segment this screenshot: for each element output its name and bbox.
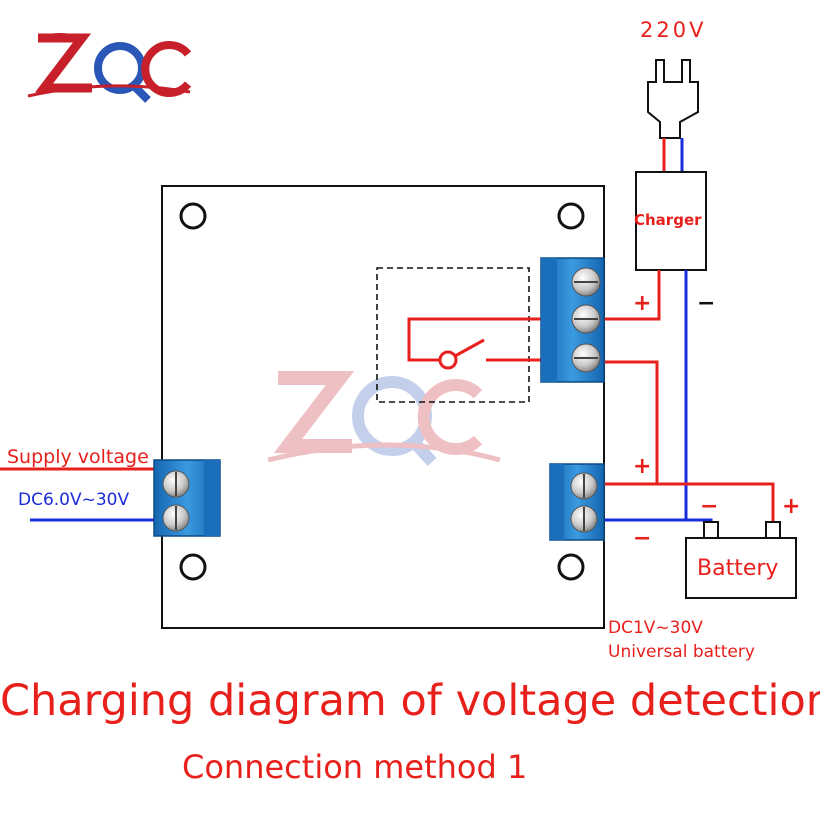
relay-output-wire	[596, 360, 659, 484]
charger-minus-sign: −	[697, 291, 716, 316]
battery-range-label: DC1V~30V	[608, 618, 703, 638]
pcb-board	[161, 185, 605, 629]
battery-plus-sign: +	[782, 494, 801, 519]
relay-terminal-block	[540, 257, 605, 383]
mounting-hole	[179, 202, 207, 230]
mains-voltage-label: 220V	[640, 18, 707, 42]
output-plus-sign: +	[633, 454, 652, 479]
charger-plus-sign: +	[633, 291, 652, 316]
output-negative-wire	[604, 518, 713, 526]
charger-box	[635, 171, 707, 271]
diagram-subtitle: Connection method 1	[182, 748, 528, 786]
charger-positive-wire	[596, 270, 661, 321]
battery-minus-sign: −	[700, 494, 719, 519]
output-positive-wire	[604, 482, 775, 522]
battery-type-label: Universal battery	[608, 642, 755, 662]
mounting-hole	[557, 202, 585, 230]
mounting-hole	[179, 553, 207, 581]
supply-range-label: DC6.0V~30V	[18, 490, 130, 510]
battery-icon	[685, 521, 797, 599]
relay-box	[376, 267, 530, 403]
plug-icon	[647, 59, 699, 139]
zqc-logo	[27, 33, 192, 103]
supply-terminal-block	[153, 459, 221, 537]
output-terminal-block	[549, 463, 605, 541]
battery-label: Battery	[697, 556, 779, 581]
charger-label: Charger	[634, 211, 702, 229]
output-minus-sign: −	[633, 526, 652, 551]
mounting-hole	[557, 553, 585, 581]
zqc-watermark	[267, 371, 501, 467]
supply-voltage-label: Supply voltage	[7, 446, 149, 468]
diagram-title: Charging diagram of voltage detection	[0, 676, 820, 726]
